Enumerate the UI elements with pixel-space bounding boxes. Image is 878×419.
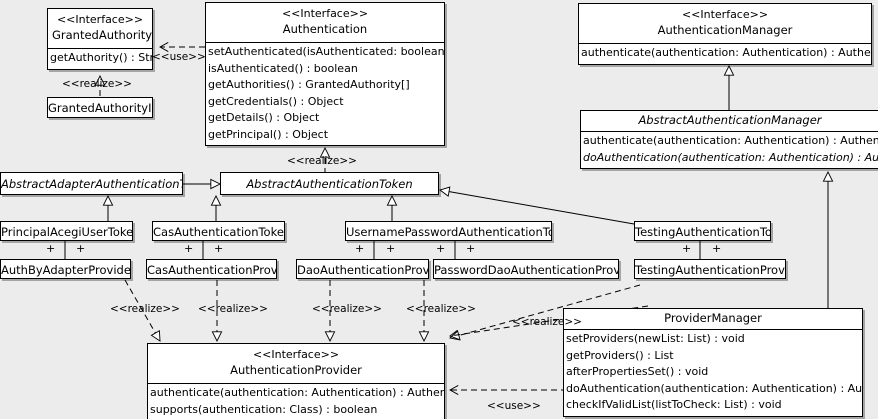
class-authentication-provider[interactable]: <<Interface>> AuthenticationProvider aut… <box>147 343 445 419</box>
class-abstract-adapter-authentication-token[interactable]: AbstractAdapterAuthenticationToken <box>0 172 183 195</box>
method-item: doAuthentication(authentication: Authent… <box>583 150 878 164</box>
class-name: PrincipalAcegiUserToken <box>1 225 133 239</box>
class-name: AuthByAdapterProvider <box>1 263 131 277</box>
method-item: getCredentials() : Object <box>208 94 344 108</box>
class-header: <<Interface>> AuthenticationProvider <box>148 344 444 383</box>
method-item: getPrincipal() : Object <box>208 127 329 141</box>
class-cas-authentication-token[interactable]: CasAuthenticationToken <box>152 221 285 241</box>
method-item: afterPropertiesSet() : void <box>566 365 709 378</box>
class-auth-by-adapter-provider[interactable]: AuthByAdapterProvider <box>0 259 131 279</box>
method-compartment: getAuthority() : String <box>48 49 152 69</box>
association-multiplicity: + <box>184 242 194 255</box>
class-authentication[interactable]: <<Interface>> Authentication setAuthenti… <box>205 2 445 146</box>
method-item: getAuthority() : String <box>50 51 152 64</box>
class-principal-acegi-user-token[interactable]: PrincipalAcegiUserToken <box>0 221 133 241</box>
edge-label-realize-provider-manager: <<realize>> <box>512 316 582 328</box>
method-compartment: setAuthenticated(isAuthenticated: boolea… <box>206 43 444 145</box>
method-compartment: setProviders(newList: List) : void getPr… <box>564 330 862 416</box>
association-multiplicity: + <box>712 242 722 255</box>
method-item: supports(authentication: Class) : boolea… <box>150 402 378 416</box>
class-authentication-manager[interactable]: <<Interface>> AuthenticationManager auth… <box>578 3 872 65</box>
class-testing-authentication-provider[interactable]: TestingAuthenticationProvider <box>634 259 786 279</box>
association-multiplicity: + <box>76 242 86 255</box>
edge-label-realize-password-dao: <<realize>> <box>406 303 476 315</box>
divider <box>581 131 878 132</box>
class-name: TestingAuthenticationToken <box>635 225 770 239</box>
stereotype-label: <<Interface>> <box>252 348 340 361</box>
class-cas-authentication-provider[interactable]: CasAuthenticationProvider <box>146 259 277 279</box>
method-item: isAuthenticated() : boolean <box>208 61 358 75</box>
edge-label-realize-cas: <<realize>> <box>198 303 268 315</box>
edge-label-use-bottom: <<use>> <box>487 400 541 412</box>
class-dao-authentication-provider[interactable]: DaoAuthenticationProvider <box>296 259 429 279</box>
class-name: Authentication <box>282 22 368 36</box>
class-header: ProviderManager <box>564 309 862 329</box>
method-item: authenticate(authentication: Authenticat… <box>581 46 871 59</box>
stereotype-label: <<Interface>> <box>281 7 369 20</box>
divider <box>148 383 444 384</box>
class-username-password-authentication-token[interactable]: UsernamePasswordAuthenticationToken <box>345 221 552 241</box>
edge-generalization-providermanager <box>745 172 828 314</box>
method-compartment: authenticate(authentication: Authenticat… <box>581 132 878 168</box>
class-name: TestingAuthenticationProvider <box>635 263 785 277</box>
stereotype-label: <<Interface>> <box>56 13 144 26</box>
edge-label-realize-dao: <<realize>> <box>312 303 382 315</box>
association-multiplicity: + <box>436 242 446 255</box>
class-name: GrantedAuthorityImpl <box>48 101 152 115</box>
class-name: GrantedAuthority <box>52 28 153 42</box>
divider <box>579 43 871 44</box>
stereotype-label: <<Interface>> <box>681 8 769 21</box>
divider <box>564 329 862 330</box>
class-name: DaoAuthenticationProvider <box>297 263 429 277</box>
association-multiplicity: + <box>466 242 476 255</box>
class-abstract-authentication-token[interactable]: AbstractAuthenticationToken <box>220 172 439 195</box>
method-item: authenticate(authentication: Authenticat… <box>583 134 878 147</box>
class-password-dao-authentication-provider[interactable]: PasswordDaoAuthenticationProvider <box>433 259 619 279</box>
method-item: checkIfValidList(listToCheck: List) : vo… <box>566 398 782 411</box>
edge-label-realize-auth-by-adapter: <<realize>> <box>110 303 180 315</box>
class-name: UsernamePasswordAuthenticationToken <box>346 225 551 239</box>
edge-label-realize-granted-authority: <<realize>> <box>62 78 132 90</box>
class-provider-manager[interactable]: ProviderManager setProviders(newList: Li… <box>563 308 863 417</box>
class-granted-authority[interactable]: <<Interface>> GrantedAuthority getAuthor… <box>47 8 153 70</box>
class-header: <<Interface>> Authentication <box>206 3 444 42</box>
class-name: AbstractAdapterAuthenticationToken <box>1 177 182 191</box>
class-name: CasAuthenticationToken <box>153 225 285 239</box>
association-multiplicity: + <box>355 242 365 255</box>
association-multiplicity: + <box>214 242 224 255</box>
association-multiplicity: + <box>386 242 396 255</box>
class-testing-authentication-token[interactable]: TestingAuthenticationToken <box>634 221 771 241</box>
class-name: PasswordDaoAuthenticationProvider <box>434 263 618 277</box>
method-item: getProviders() : List <box>566 348 674 362</box>
method-item: authenticate(authentication: Authenticat… <box>150 386 444 399</box>
class-header: <<Interface>> AuthenticationManager <box>579 4 871 43</box>
edge-generalization-testingauthenticationtoken <box>440 190 635 225</box>
method-item: doAuthentication(authentication: Authent… <box>566 381 862 395</box>
association-multiplicity: + <box>46 242 56 255</box>
class-name: AuthenticationManager <box>657 23 793 37</box>
class-granted-authority-impl[interactable]: GrantedAuthorityImpl <box>47 97 153 118</box>
class-name: AbstractAuthenticationManager <box>638 113 822 127</box>
edge-label-use-top: <<use>> <box>152 51 206 63</box>
class-name: AuthenticationProvider <box>230 363 362 377</box>
class-name: AbstractAuthenticationToken <box>246 177 413 191</box>
method-item: getAuthorities() : GrantedAuthority[] <box>208 78 410 91</box>
class-abstract-authentication-manager[interactable]: AbstractAuthenticationManager authentica… <box>580 110 878 169</box>
divider <box>48 48 152 49</box>
class-header: <<Interface>> GrantedAuthority <box>48 9 152 48</box>
edge-label-realize-authentication: <<realize>> <box>287 155 357 167</box>
class-name: ProviderManager <box>664 311 762 325</box>
class-name: CasAuthenticationProvider <box>147 263 277 277</box>
method-compartment: authenticate(authentication: Authenticat… <box>148 384 444 419</box>
method-item: getDetails() : Object <box>208 111 320 124</box>
association-multiplicity: + <box>682 242 692 255</box>
method-item: setAuthenticated(isAuthenticated: boolea… <box>208 45 444 58</box>
method-compartment: authenticate(authentication: Authenticat… <box>579 44 871 64</box>
method-item: setProviders(newList: List) : void <box>566 332 745 345</box>
divider <box>206 42 444 43</box>
class-header: AbstractAuthenticationManager <box>581 111 878 131</box>
